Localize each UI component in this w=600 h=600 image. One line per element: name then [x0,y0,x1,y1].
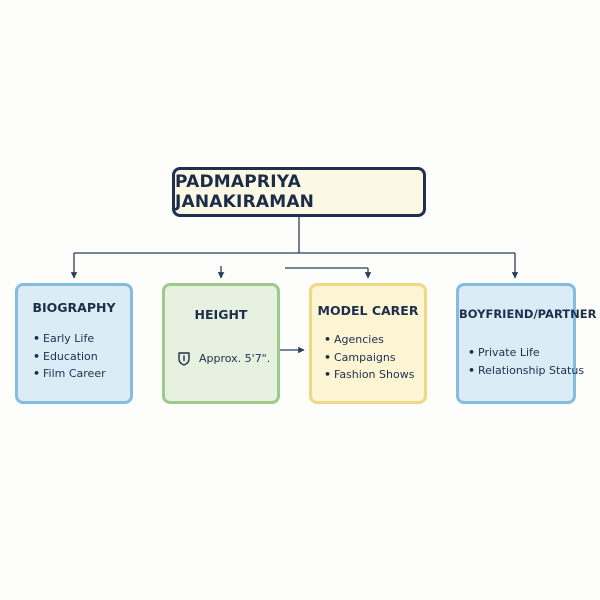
list-item: •Private Life [468,346,540,359]
card-height-heading: HEIGHT [194,307,248,322]
card-partner-heading: BOYFRIEND/PARTNER [459,307,597,321]
card-model-list: •Agencies •Campaigns •Fashion Shows [324,331,414,384]
title-box: PADMAPRIYA JANAKIRAMAN [172,167,426,217]
card-biography: BIOGRAPHY •Early Life •Education •Film C… [15,283,133,404]
list-item: •Campaigns [324,350,396,364]
card-boyfriend-partner: BOYFRIEND/PARTNER •Private Life •Relatio… [456,283,597,404]
card-biography-heading: BIOGRAPHY [32,300,116,315]
list-item: •Relationship Status [468,363,585,377]
card-model-career: MODEL CARER •Agencies •Campaigns •Fashio… [309,283,427,404]
card-partner-list: •Private Life •Relationship Status [468,344,584,379]
list-item: •Fashion Shows [324,368,415,381]
height-row: Approx. 5'7". [177,351,270,366]
title-text: PADMAPRIYA JANAKIRAMAN [175,172,315,212]
card-biography-list: •Early Life •Education •Film Career [33,330,106,383]
list-item: •Film Career [33,367,106,380]
card-model-heading: MODEL CARER [317,303,419,318]
height-value: Approx. 5'7". [199,352,271,365]
ruler-shield-icon [178,352,190,366]
list-item: •Agencies [324,333,384,346]
card-height: HEIGHT Approx. 5'7". [162,283,280,404]
list-item: •Early Life [33,332,95,345]
list-item: •Education [33,349,98,363]
